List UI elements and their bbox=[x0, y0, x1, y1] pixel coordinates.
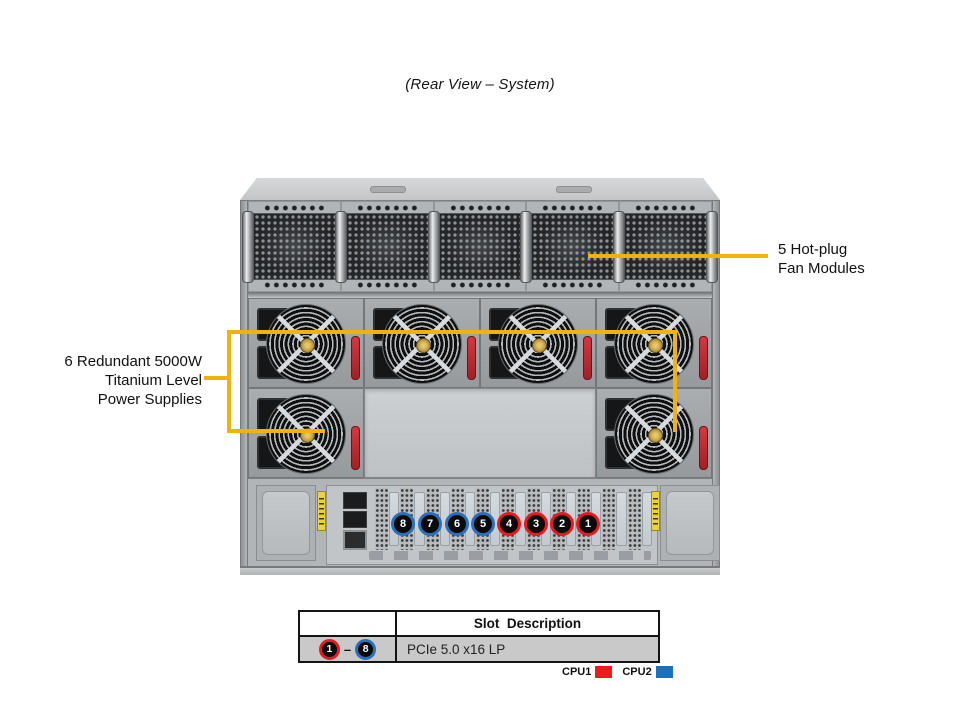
fan-callout-label: 5 Hot-plug Fan Modules bbox=[778, 240, 865, 278]
slot-number-badge: 2 bbox=[550, 512, 574, 536]
psu-module bbox=[248, 298, 364, 388]
psu-callout-top-line bbox=[227, 330, 677, 334]
cpu1-label: CPU1 bbox=[562, 666, 592, 678]
slot-range-cell: 1 – 8 bbox=[300, 637, 397, 661]
psu-module bbox=[596, 388, 712, 478]
fan-handle bbox=[427, 211, 440, 283]
psu-latch bbox=[699, 426, 708, 470]
psu-latch bbox=[699, 336, 708, 380]
psu-fan bbox=[382, 304, 462, 384]
psu-fan bbox=[498, 304, 578, 384]
chassis-bottom-edge bbox=[240, 566, 720, 575]
pcie-slot bbox=[602, 488, 627, 550]
psu-fan bbox=[266, 394, 346, 474]
warning-sticker bbox=[651, 491, 660, 531]
psu-callout-line1: 6 Redundant 5000W bbox=[64, 353, 202, 370]
slot-number-badge: 6 bbox=[445, 512, 469, 536]
warning-sticker bbox=[317, 491, 326, 531]
psu-callout-label: 6 Redundant 5000W Titanium Level Power S… bbox=[30, 352, 202, 409]
fan-module-row bbox=[242, 200, 718, 292]
psu-callout-bottom-line bbox=[227, 429, 325, 433]
psu-module bbox=[364, 298, 480, 388]
rj45-port bbox=[343, 511, 367, 528]
fan-mesh bbox=[624, 213, 707, 280]
psu-fan bbox=[614, 394, 694, 474]
fan-mesh bbox=[345, 213, 429, 280]
slot-vent-bracket bbox=[627, 488, 641, 550]
table-header-description: Slot Description bbox=[473, 616, 582, 631]
section-divider bbox=[248, 292, 712, 298]
fan-module bbox=[340, 201, 434, 292]
psu-callout-right-line bbox=[673, 330, 677, 432]
psu-latch bbox=[467, 336, 476, 380]
server-rear-illustration: 8 7 6 5 4 3 2 1 bbox=[240, 178, 720, 575]
fan-mesh bbox=[438, 213, 522, 280]
slot-description-value: PCIe 5.0 x16 LP bbox=[407, 641, 506, 657]
psu-callout-connector bbox=[204, 376, 230, 380]
cpu1-color-swatch bbox=[595, 666, 613, 678]
fan-module bbox=[619, 201, 712, 292]
chassis-handle-slot bbox=[556, 186, 592, 193]
slot-number-badge: 8 bbox=[391, 512, 415, 536]
slot-vent-bracket bbox=[602, 488, 616, 550]
slot-number-badge: 5 bbox=[471, 512, 495, 536]
psu-module bbox=[248, 388, 364, 478]
slot-number-badge: 4 bbox=[497, 512, 521, 536]
psu-callout-line3: Power Supplies bbox=[97, 391, 202, 408]
bottom-vents bbox=[369, 551, 651, 560]
psu-module bbox=[596, 298, 712, 388]
table-header-slot-cell bbox=[300, 612, 397, 635]
cpu2-label: CPU2 bbox=[622, 666, 652, 678]
chassis-top bbox=[240, 178, 720, 200]
fan-module bbox=[248, 201, 341, 292]
cpu2-color-swatch bbox=[655, 666, 673, 678]
fan-handle bbox=[242, 211, 254, 283]
psu-fan bbox=[614, 304, 694, 384]
fan-module bbox=[433, 201, 527, 292]
rj45-port bbox=[343, 492, 367, 509]
psu-latch bbox=[583, 336, 592, 380]
range-dash: – bbox=[343, 641, 352, 657]
psu-latch bbox=[351, 336, 360, 380]
pcie-slot bbox=[627, 488, 653, 550]
fan-handle bbox=[706, 211, 718, 283]
psu-callout-line2: Titanium Level bbox=[105, 372, 202, 389]
end-cap-panel bbox=[262, 491, 310, 555]
slot-description-table: Slot Description 1 – 8 PCIe 5.0 x16 LP bbox=[298, 610, 660, 663]
cpu-legend: CPU1 CPU2 bbox=[562, 666, 673, 678]
chassis-handle-slot bbox=[370, 186, 406, 193]
fan-mesh bbox=[531, 213, 615, 280]
slot-number-badge: 3 bbox=[524, 512, 548, 536]
fan-callout-line bbox=[588, 254, 768, 258]
psu-blank-panel bbox=[364, 388, 596, 478]
table-header-row: Slot Description bbox=[300, 612, 658, 635]
slot-number-badge: 1 bbox=[576, 512, 600, 536]
fan-handle bbox=[334, 211, 347, 283]
fan-handle bbox=[520, 211, 533, 283]
fan-callout-line1: 5 Hot-plug bbox=[778, 241, 848, 258]
page-title: (Rear View – System) bbox=[405, 76, 555, 93]
psu-module bbox=[480, 298, 596, 388]
fan-mesh bbox=[253, 213, 336, 280]
psu-fan bbox=[266, 304, 346, 384]
slot-range-start-badge: 1 bbox=[318, 638, 340, 660]
left-end-cap bbox=[256, 485, 316, 561]
psu-latch bbox=[351, 426, 360, 470]
slot-filler bbox=[616, 492, 627, 546]
fan-module bbox=[526, 201, 620, 292]
psu-callout-left-line bbox=[227, 330, 231, 433]
right-end-cap bbox=[660, 485, 720, 561]
rj45-port bbox=[343, 530, 367, 550]
end-cap-panel bbox=[666, 491, 714, 555]
ethernet-ports bbox=[343, 492, 369, 552]
table-data-row: 1 – 8 PCIe 5.0 x16 LP bbox=[300, 635, 658, 661]
slot-vent-bracket bbox=[375, 488, 388, 550]
slot-range-end-badge: 8 bbox=[355, 638, 377, 660]
fan-callout-line2: Fan Modules bbox=[778, 260, 865, 277]
fan-handle bbox=[613, 211, 626, 283]
slot-number-badge: 7 bbox=[418, 512, 442, 536]
